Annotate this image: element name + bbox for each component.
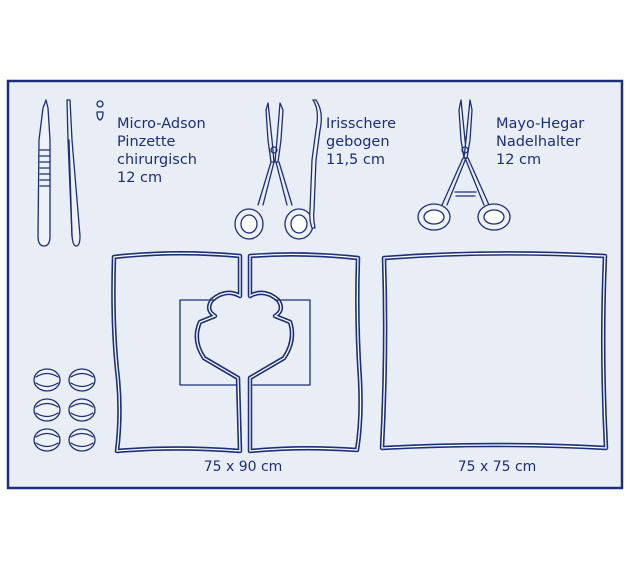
scissors-label-line: 11,5 cm	[326, 152, 385, 168]
slit-drape-icon	[111, 251, 363, 454]
forceps-label-line: chirurgisch	[117, 152, 197, 168]
forceps-icon	[37, 99, 104, 247]
slit-drape-size: 75 x 90 cm	[204, 459, 283, 475]
forceps-label-line: 12 cm	[117, 170, 162, 186]
needle-holder-label-line: Mayo-Hegar	[496, 116, 584, 132]
svg-text:Irisschere gebogen 11,: Irisschere gebogen 11,5 cm	[326, 116, 401, 168]
forceps-label-line: Micro-Adson	[117, 116, 206, 132]
needle-holder-label-line: 12 cm	[496, 152, 541, 168]
swab-icon	[33, 398, 61, 422]
swab-icon	[68, 428, 96, 452]
plain-drape-size: 75 x 75 cm	[458, 459, 537, 475]
swab-icon	[68, 398, 96, 422]
scissors-label-line: gebogen	[326, 134, 390, 150]
needle-holder-label-line: Nadelhalter	[496, 134, 581, 150]
swab-icon	[33, 428, 61, 452]
svg-text:Micro-Adson Pinzette c: Micro-Adson Pinzette chirurgisch 12 cm	[117, 116, 210, 186]
needle-holder-icon	[417, 99, 511, 231]
scissors-icon	[234, 99, 322, 240]
swabs-group	[33, 368, 96, 452]
swab-icon	[33, 368, 61, 392]
scissors-label-line: Irisschere	[326, 116, 396, 132]
svg-text:Mayo-Hegar Nadelhalter: Mayo-Hegar Nadelhalter 12 cm	[496, 116, 589, 168]
forceps-label-line: Pinzette	[117, 134, 176, 150]
plain-drape-icon	[379, 251, 609, 451]
swab-icon	[68, 368, 96, 392]
